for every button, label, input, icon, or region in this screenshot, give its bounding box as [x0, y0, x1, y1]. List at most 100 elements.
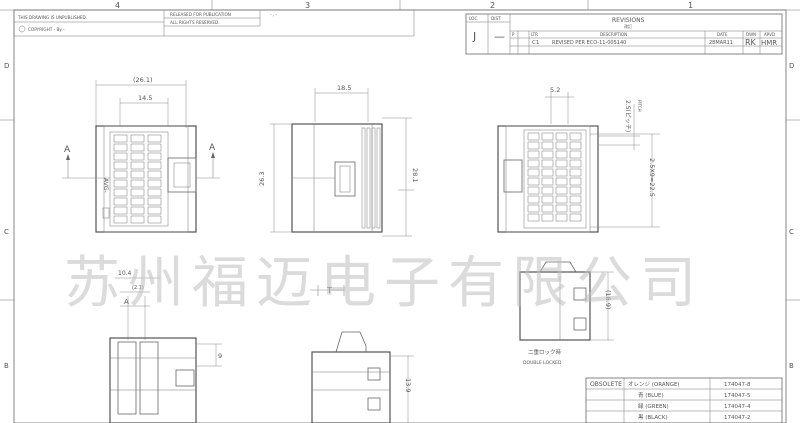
front-view: [62, 80, 220, 233]
terminal-cavity: [527, 159, 540, 168]
terminal-cavity: [527, 150, 540, 159]
terminal-cavity: [569, 213, 582, 222]
color-part-table: [585, 377, 783, 423]
terminal-cavity: [555, 141, 568, 150]
terminal-cavity: [569, 132, 582, 141]
terminal-cavity: [113, 134, 128, 143]
rights-note: ALL RIGHTS RESERVED.: [170, 20, 220, 25]
col-ltr-header: LTR: [531, 32, 538, 37]
terminal-cavity: [555, 186, 568, 195]
terminal-cavity: [527, 186, 540, 195]
side-view: [270, 88, 414, 237]
terminal-cavity: [555, 204, 568, 213]
terminal-cavity: [130, 152, 145, 161]
side-ribs: [361, 127, 381, 229]
terminal-cavity: [541, 150, 554, 159]
zone-label-side: B: [789, 362, 794, 370]
table-header-obsolete: OBSOLETE: [590, 381, 622, 388]
terminal-cavity: [569, 177, 582, 186]
rear-side-view: [519, 261, 614, 341]
watermark: 苏州福迈电子有限公司: [64, 251, 704, 316]
terminal-cavity: [527, 177, 540, 186]
terminal-cavity: [527, 141, 540, 150]
terminal-cavity: [569, 159, 582, 168]
terminal-cavity: [147, 188, 162, 197]
section-callout: A: [124, 298, 129, 306]
terminal-cavity: [541, 159, 554, 168]
latch-rib: [361, 127, 366, 229]
double-lock-en: DOUBLE LOCKED: [523, 360, 562, 366]
terminal-cavity: [541, 132, 554, 141]
rear-view: [497, 92, 660, 233]
dim-lower-side: 9: [218, 352, 222, 360]
section-mark-left: A: [64, 145, 71, 155]
terminal-cavity: [130, 161, 145, 170]
terminal-cavity: [113, 170, 128, 179]
terminal-cavity: [527, 204, 540, 213]
terminal-cavity: [569, 186, 582, 195]
col-apvd-header: APVD: [764, 32, 775, 37]
terminal-grid-rear: [527, 132, 582, 222]
dist-label: DIST: [491, 16, 501, 21]
zone-label-side: D: [4, 62, 9, 70]
copyright-note: COPYRIGHT - By -: [28, 27, 65, 32]
loc-label: LOC: [469, 16, 477, 21]
terminal-cavity: [147, 161, 162, 170]
terminal-cavity: [527, 168, 540, 177]
table-part-cell: 174047-4: [724, 404, 751, 410]
terminal-cavity: [130, 170, 145, 179]
dim-lower-top: 10.4: [118, 270, 132, 277]
terminal-cavity: [113, 161, 128, 170]
terminal-cavity: [555, 177, 568, 186]
revision-ltr: C1: [532, 40, 539, 46]
revision-dwn: RK: [745, 38, 757, 47]
terminal-cavity: [555, 168, 568, 177]
revision-description: REVISED PER ECO-11-005140: [552, 40, 626, 46]
terminal-cavity: [147, 143, 162, 152]
section-mark-right: A: [209, 143, 216, 153]
terminal-cavity: [569, 168, 582, 177]
terminal-cavity: [147, 134, 162, 143]
terminal-cavity: [130, 215, 145, 224]
terminal-cavity: [130, 188, 145, 197]
dim-inner-width: 14.5: [138, 94, 152, 102]
unpublished-note: THIS DRAWING IS UNPUBLISHED.: [17, 15, 87, 20]
terminal-cavity: [541, 177, 554, 186]
revisions-subtitle: 改訂: [624, 23, 632, 29]
revision-date: 28MAR11: [709, 40, 733, 46]
terminal-cavity: [147, 215, 162, 224]
terminal-cavity: [113, 197, 128, 206]
terminal-cavity: [569, 141, 582, 150]
terminal-cavity: [113, 206, 128, 215]
revision-block: [465, 13, 783, 55]
terminal-cavity: [147, 206, 162, 215]
zone-label-side: C: [4, 228, 9, 236]
terminal-cavity: [130, 179, 145, 188]
dim-pitch-total: 2.5X9=22.5: [648, 158, 656, 197]
zone-label-top: 4: [115, 1, 120, 10]
released-mark: - , -: [270, 12, 278, 17]
col-date-header: DATE: [717, 32, 728, 37]
latch-rib: [366, 127, 371, 229]
dim-profile-height: 13.9: [404, 378, 412, 392]
terminal-cavity: [113, 179, 128, 188]
terminal-cavity: [130, 143, 145, 152]
terminal-cavity: [113, 215, 128, 224]
double-lock-jp: 二重ロック時: [528, 348, 562, 356]
dim-rear-height: (18.9): [604, 290, 612, 310]
table-color-cell: オレンジ (ORANGE): [628, 381, 680, 388]
terminal-cavity: [147, 179, 162, 188]
dim-lower-top2: (2.1): [132, 285, 144, 291]
table-color-cell: 黒 (BLACK): [638, 414, 668, 421]
zone-label-top: 2: [490, 1, 495, 10]
terminal-cavity: [147, 170, 162, 179]
terminal-cavity: [113, 143, 128, 152]
released-note: RELEASED FOR PUBLICATION: [170, 12, 231, 17]
terminal-cavity: [541, 186, 554, 195]
terminal-cavity: [113, 188, 128, 197]
terminal-cavity: [541, 168, 554, 177]
zone-label-side: D: [789, 62, 794, 70]
dim-left-height: 26.3: [258, 172, 266, 186]
zone-label-top: 3: [305, 1, 310, 10]
